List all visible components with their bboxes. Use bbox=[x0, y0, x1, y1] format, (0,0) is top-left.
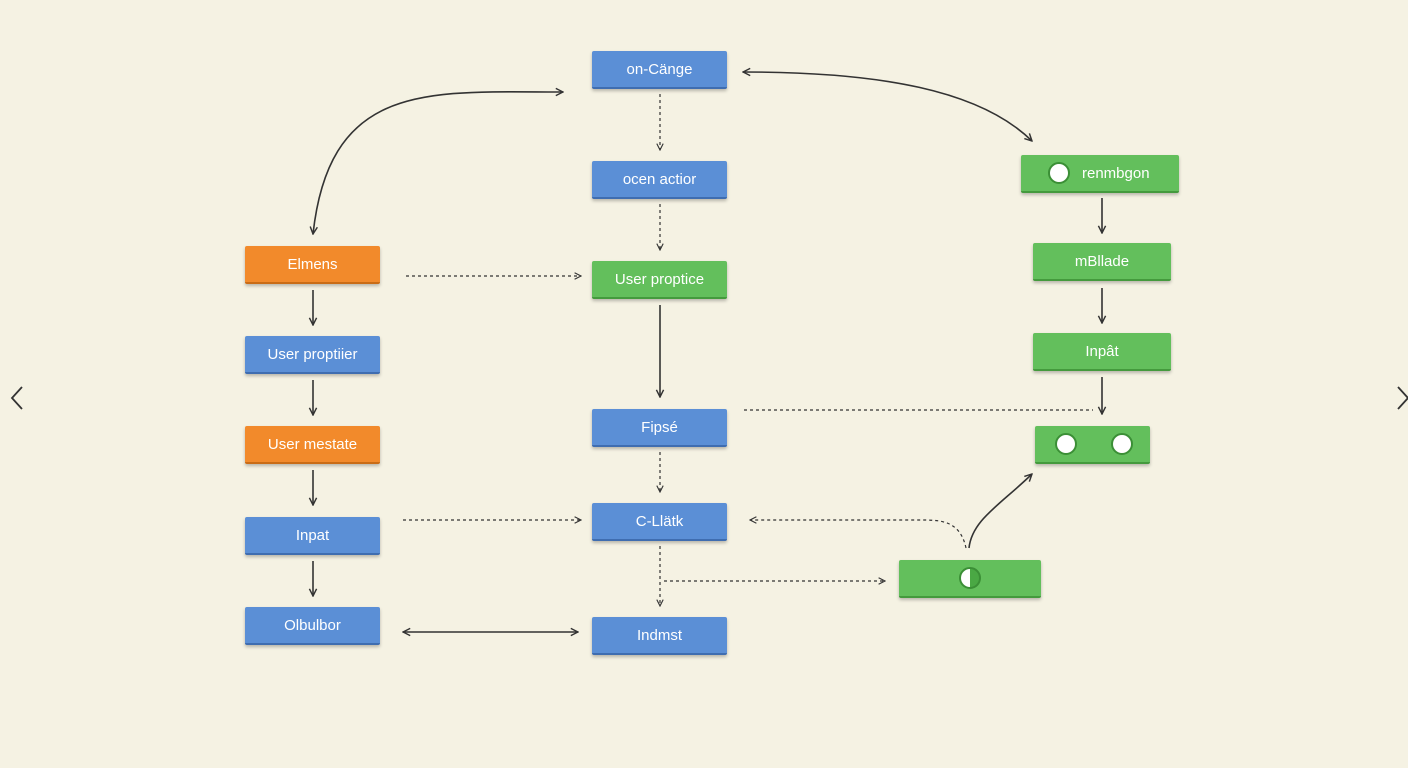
node-user-proptiier[interactable]: User proptiier bbox=[245, 336, 380, 374]
node-bottom-toggle[interactable] bbox=[899, 560, 1041, 598]
node-ocen-action[interactable]: ocen actior bbox=[592, 161, 727, 199]
node-olbulbor[interactable]: Olbulbor bbox=[245, 607, 380, 645]
toggle-circle-icon[interactable] bbox=[959, 567, 981, 589]
toggle-circle-icon[interactable] bbox=[1055, 433, 1077, 455]
arrow-toggle-to-click bbox=[750, 520, 967, 549]
node-inpat[interactable]: Inpat bbox=[245, 517, 380, 555]
node-user-proptice[interactable]: User proptice bbox=[592, 261, 727, 299]
node-double-toggle[interactable] bbox=[1035, 426, 1150, 464]
node-on-change[interactable]: on-Cänge bbox=[592, 51, 727, 89]
arrow-curve-top-right bbox=[743, 72, 1032, 141]
node-renmbgon[interactable]: renmbgon bbox=[1021, 155, 1179, 193]
node-indmst[interactable]: Indmst bbox=[592, 617, 727, 655]
chevron-right-icon[interactable] bbox=[1396, 382, 1408, 414]
node-elmens[interactable]: Elmens bbox=[245, 246, 380, 284]
node-user-mestate[interactable]: User mestate bbox=[245, 426, 380, 464]
toggle-circle-icon bbox=[1048, 162, 1070, 184]
node-click[interactable]: C-Llätk bbox=[592, 503, 727, 541]
arrow-curve-top-left bbox=[313, 92, 563, 234]
node-inpat-right[interactable]: Inpât bbox=[1033, 333, 1171, 371]
toggle-circle-icon[interactable] bbox=[1111, 433, 1133, 455]
node-fipse[interactable]: Fipsé bbox=[592, 409, 727, 447]
arrow-bottom-to-toggles bbox=[968, 474, 1032, 549]
chevron-left-icon[interactable] bbox=[6, 382, 28, 414]
node-mblade[interactable]: mBllade bbox=[1033, 243, 1171, 281]
node-renmbgon-label: renmbgon bbox=[1082, 164, 1150, 182]
